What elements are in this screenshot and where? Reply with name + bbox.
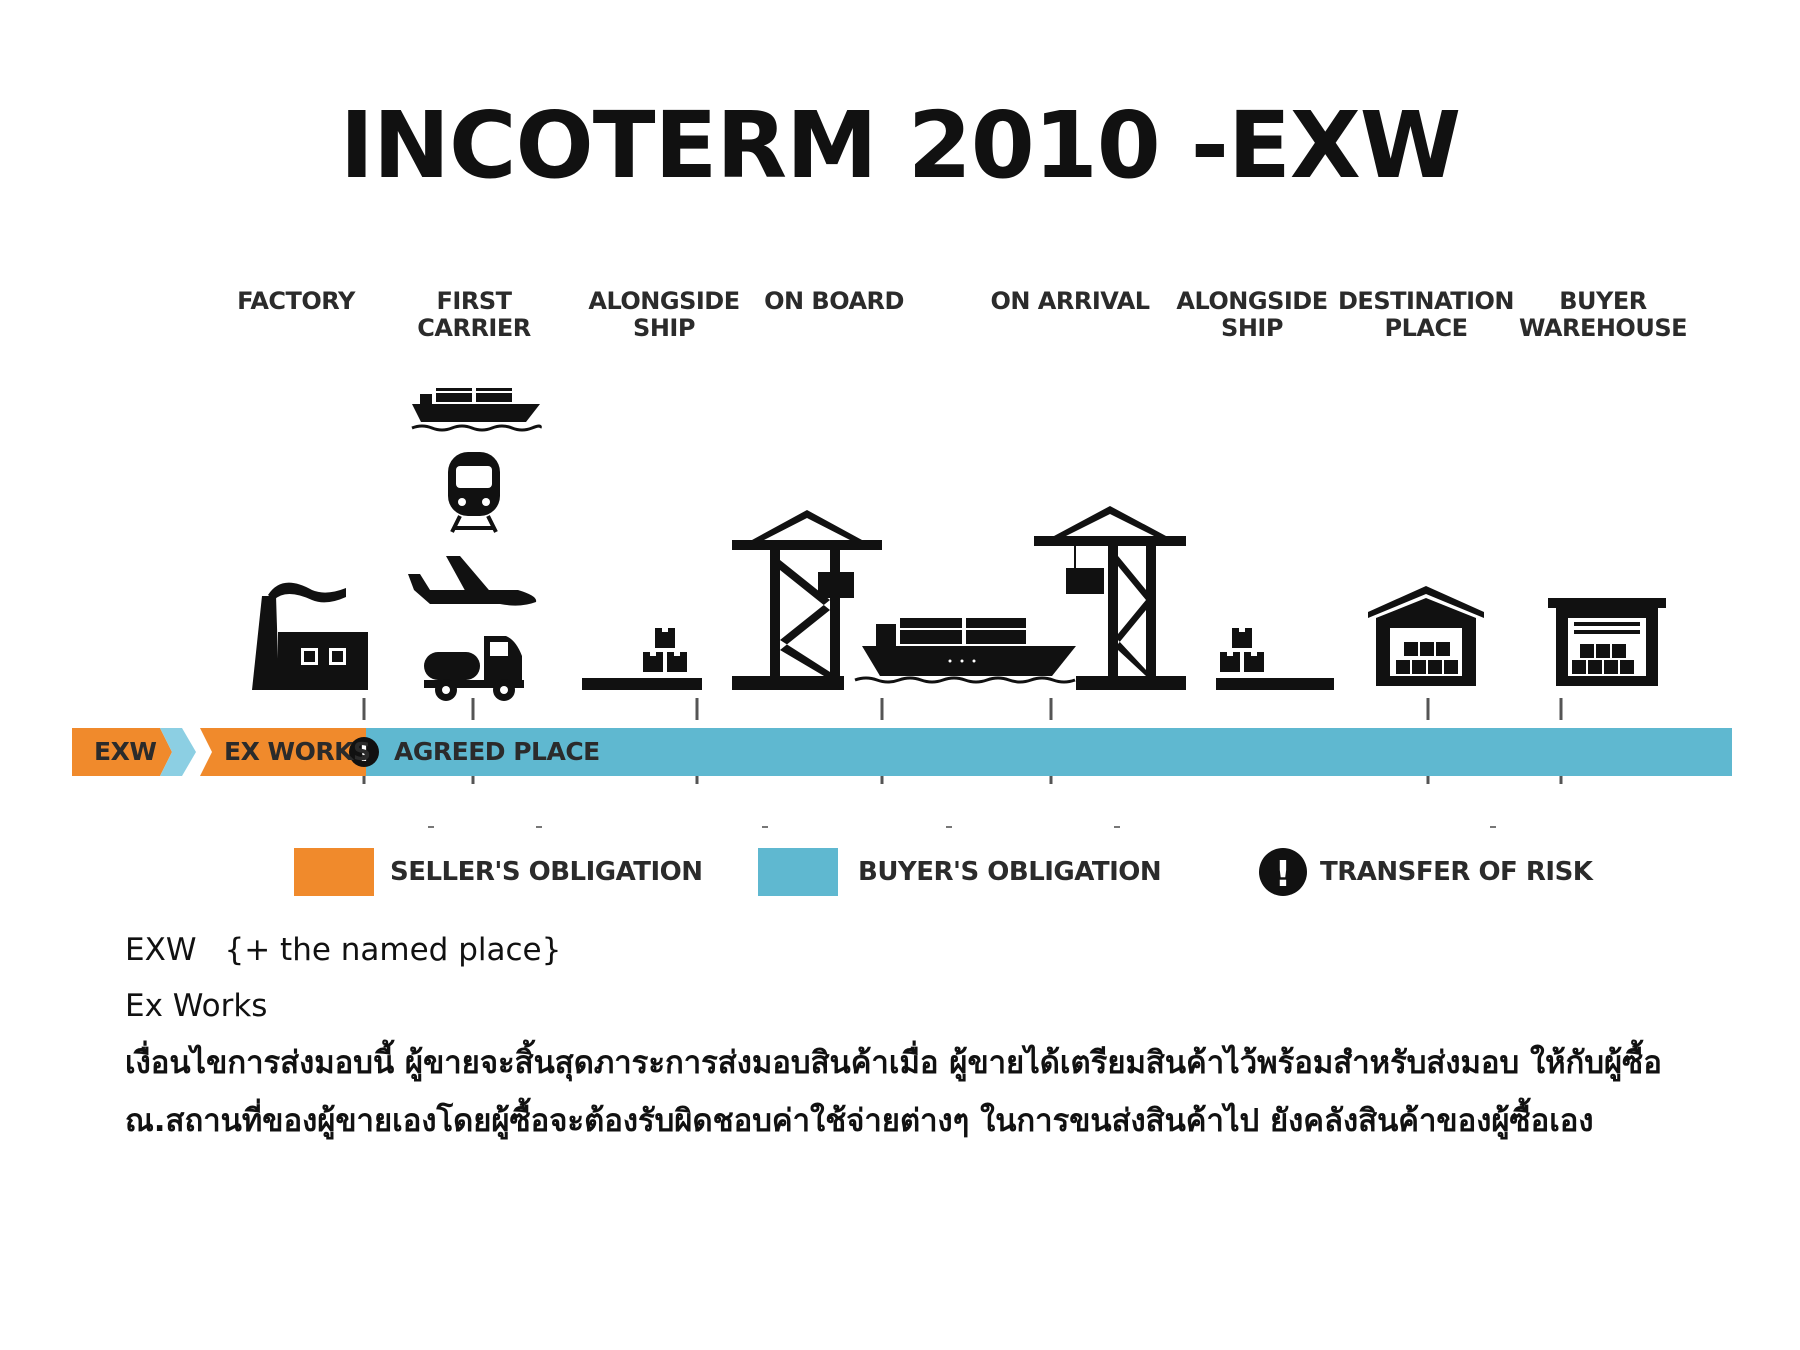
stage-label-line: CARRIER (417, 314, 531, 342)
stage-alongside-ship-origin-label: ALONGSIDE SHIP (588, 287, 740, 342)
seller-obligation-bar (200, 728, 366, 776)
term-line: EXW {+ the named place} (125, 922, 1745, 978)
stage-label-line: BUYER (1559, 287, 1647, 315)
cargo-ship-icon (854, 618, 1076, 684)
ship-icon (411, 388, 542, 432)
stage-factory-label: FACTORY (237, 288, 355, 315)
stage-alongside-ship-destination-label: ALONGSIDE SHIP (1176, 287, 1328, 342)
pallet-boxes-icon (1216, 628, 1334, 690)
term-code-segment (72, 728, 172, 776)
crane-icon (1034, 506, 1186, 690)
stage-label-line: ON ARRIVAL (990, 287, 1150, 315)
stage-destination-place-label: DESTINATION PLACE (1338, 287, 1515, 342)
slide-title: INCOTERM 2010 -EXW (339, 92, 1462, 199)
legend-risk-icon: ! (1259, 848, 1307, 896)
risk-marker-symbol: ! (359, 739, 370, 767)
stage-label-line: FIRST (436, 287, 512, 315)
named-place-text: {+ the named place} (224, 932, 562, 968)
stage-label-line: SHIP (633, 314, 695, 342)
stage-label-line: WAREHOUSE (1519, 314, 1688, 342)
stage-label-line: FACTORY (237, 287, 355, 315)
pallet-boxes-icon (582, 628, 702, 690)
legend-seller-swatch (294, 848, 374, 896)
term-full-name: Ex Works (125, 988, 268, 1024)
legend-seller-label: SELLER'S OBLIGATION (390, 857, 703, 887)
stage-label-line: SHIP (1221, 314, 1283, 342)
legend-risk-label: TRANSFER OF RISK (1320, 857, 1593, 887)
crane-icon (732, 510, 882, 690)
buyer-obligation-bar (364, 728, 1732, 776)
term-name-label: EX WORKS (224, 737, 371, 766)
stage-on-board-label: ON BOARD (764, 288, 904, 315)
faint-dots (428, 826, 1496, 828)
warehouse-icon (1548, 598, 1666, 686)
risk-marker-icon: ! (349, 737, 379, 767)
stage-label-line: ALONGSIDE (588, 287, 740, 315)
train-icon (448, 452, 500, 533)
factory-icon (252, 582, 368, 690)
warehouse-icon (1368, 586, 1484, 686)
airplane-icon (408, 556, 537, 606)
term-code-arrow (160, 728, 196, 776)
term-code-label: EXW (94, 737, 157, 766)
agreed-place-label: AGREED PLACE (394, 737, 600, 766)
legend-buyer-swatch (758, 848, 838, 896)
legend-risk-symbol: ! (1275, 854, 1291, 895)
term-code-text: EXW (125, 932, 197, 968)
timeline-ticks (362, 698, 1563, 784)
stage-label-line: PLACE (1384, 314, 1468, 342)
stage-buyer-warehouse-label: BUYER WAREHOUSE (1519, 287, 1688, 342)
stage-label-line: DESTINATION (1338, 287, 1515, 315)
thai-description-line-2: ณ.สถานที่ของผู้ขายเองโดยผู้ซื้อจะต้องรับ… (125, 1103, 1594, 1139)
stage-label-line: ON BOARD (764, 287, 904, 315)
stage-label-line: ALONGSIDE (1176, 287, 1328, 315)
stage-first-carrier-label: FIRST CARRIER (417, 287, 531, 342)
thai-description-line-1: เงื่อนไขการส่งมอบนี้ ผู้ขายจะสิ้นสุดภาระ… (125, 1045, 1662, 1081)
truck-icon (424, 636, 524, 701)
description-block: EXW {+ the named place} Ex Works เงื่อนไข… (125, 922, 1745, 1150)
legend-buyer-label: BUYER'S OBLIGATION (858, 857, 1162, 887)
stage-on-arrival-label: ON ARRIVAL (990, 287, 1150, 315)
